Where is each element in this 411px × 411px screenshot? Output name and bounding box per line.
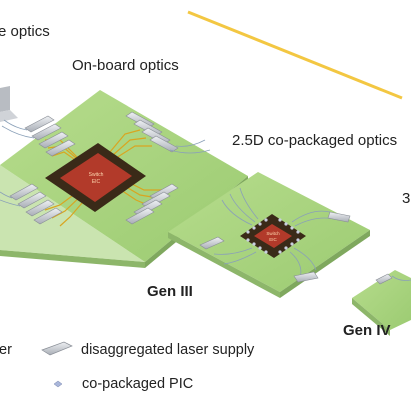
- previous-gen-module-fragment: [0, 86, 18, 122]
- gen-iv-label: Gen IV: [343, 322, 391, 339]
- legend-laser-supply-label: disaggregated laser supply: [81, 342, 255, 358]
- legend-pic-label: co-packaged PIC: [82, 376, 194, 392]
- gen4-board: Switch EIC: [168, 172, 370, 298]
- gen4-board-edge-left: [168, 232, 280, 298]
- gen4-switch-chip: [254, 224, 292, 248]
- next-stage-label: 3: [402, 190, 411, 207]
- gen3-chip-label-2: EIC: [92, 179, 101, 185]
- previous-stage-label: e optics: [0, 23, 50, 40]
- on-board-optics-label: On-board optics: [72, 57, 179, 74]
- gen4-pic-dots: [246, 218, 300, 254]
- gen4-laser-module-right: [327, 211, 351, 223]
- gen3-switch-chip: [60, 153, 132, 202]
- next-gen-board-fragment: [352, 270, 411, 336]
- gen4-laser-module-bottom: [293, 271, 319, 283]
- gen3-modules-bottom-left: [9, 183, 63, 225]
- legend-partial-label: er: [0, 342, 12, 358]
- gen3-modules-top-left: [24, 115, 76, 157]
- gen4-chip-label-1: Switch: [266, 231, 280, 236]
- gen-iii-label: Gen III: [147, 283, 193, 300]
- legend-pic-icon: [53, 380, 63, 388]
- gen3-chip-label-1: Switch: [89, 172, 104, 178]
- co-packaged-optics-label: 2.5D co-packaged optics: [232, 132, 398, 149]
- gen3-fibers: [0, 119, 211, 207]
- gen3-board-edge-left: [0, 250, 145, 268]
- gen3-modules-top-right: [125, 111, 179, 153]
- evolution-arrow: [187, 10, 403, 100]
- gen4-laser-module-left: [199, 236, 225, 250]
- gen4-chip-label-2: EIC: [269, 237, 277, 242]
- gen3-modules-bottom-right: [125, 183, 179, 225]
- legend-laser-supply-icon: [41, 341, 73, 356]
